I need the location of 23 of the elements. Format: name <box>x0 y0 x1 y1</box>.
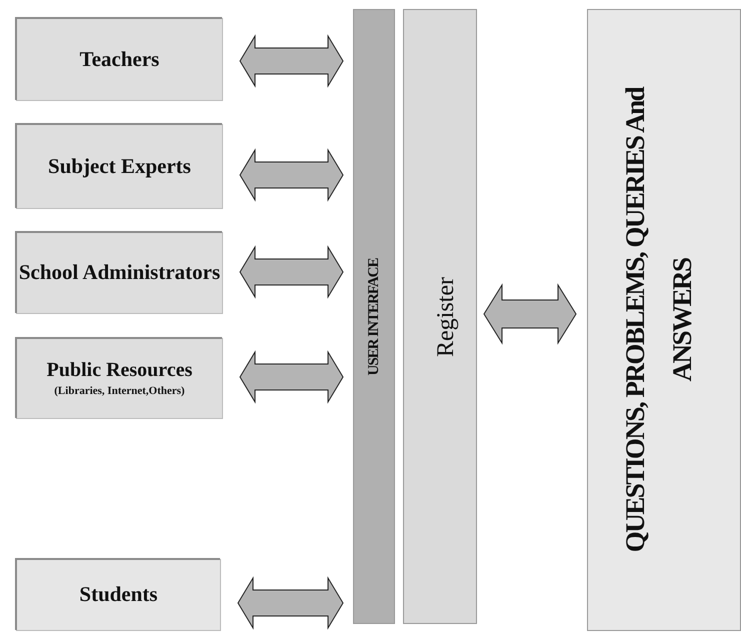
panel-label: QUESTIONS, PROBLEMS, QUERIES And ANSWERS <box>618 86 698 554</box>
double-arrow <box>239 34 344 88</box>
double-arrow <box>239 245 344 299</box>
person-group-box <box>15 17 222 100</box>
interface-bar <box>353 9 395 624</box>
double-arrow <box>239 148 344 202</box>
register-bar <box>403 9 477 624</box>
person-group-box <box>15 231 222 313</box>
person-group-box <box>15 558 220 630</box>
double-arrow <box>483 283 577 345</box>
double-arrow <box>239 350 344 404</box>
node-label: Public Resources <box>46 358 192 382</box>
double-arrow <box>237 576 344 630</box>
person-group-box <box>15 123 222 208</box>
content-panel <box>587 9 741 631</box>
resource-box <box>15 337 222 418</box>
node-label: School Administrators <box>18 260 220 286</box>
node-sublabel: (Libraries, Internet,Others) <box>54 384 185 399</box>
bar-label: USER INTERFACE <box>366 258 382 375</box>
node-label: Subject Experts <box>48 152 191 180</box>
node-label: Students <box>79 582 158 608</box>
node-label: Teachers <box>80 46 160 72</box>
bar-label: Register <box>432 276 460 356</box>
